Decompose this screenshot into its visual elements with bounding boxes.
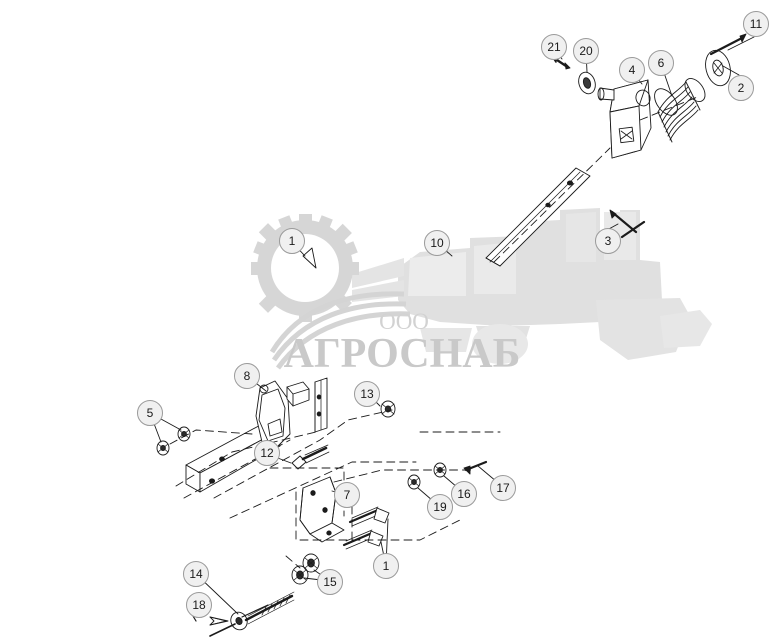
swoosh-watermark <box>269 291 411 370</box>
callout-1-bottom[interactable]: 1 <box>373 553 399 579</box>
callout-6[interactable]: 6 <box>648 50 674 76</box>
callout-13[interactable]: 13 <box>354 381 380 407</box>
callout-label: 13 <box>360 387 374 401</box>
part-vertical-plate <box>314 377 328 433</box>
part-17-pin <box>463 460 488 475</box>
callout-label: 3 <box>604 234 612 248</box>
part-13-nut <box>380 400 396 418</box>
part-1-top-clip <box>302 247 317 269</box>
callout-label: 4 <box>628 63 636 77</box>
callout-19[interactable]: 19 <box>427 494 453 520</box>
callout-15[interactable]: 15 <box>317 569 343 595</box>
part-11-cotter-pin <box>709 33 747 56</box>
callout-5[interactable]: 5 <box>137 400 163 426</box>
watermark-agrosnab: АГРОСНАБ <box>284 331 521 377</box>
callout-label: 20 <box>579 44 593 58</box>
callout-14[interactable]: 14 <box>183 561 209 587</box>
gear-watermark <box>251 214 359 322</box>
part-12-hex-bolt <box>291 444 330 470</box>
callout-11[interactable]: 11 <box>743 11 769 37</box>
callout-label: 8 <box>243 369 251 383</box>
part-4-bracket <box>597 79 652 159</box>
part-block-small <box>286 381 310 407</box>
callout-label: 18 <box>192 598 206 612</box>
part-5-lock-nuts <box>156 426 191 456</box>
callout-label: 17 <box>496 481 510 495</box>
part-2-washer <box>705 49 731 87</box>
callout-17[interactable]: 17 <box>490 475 516 501</box>
callout-label: 10 <box>430 236 444 250</box>
callout-label: 15 <box>323 575 337 589</box>
part-14-threaded-rod <box>209 591 295 637</box>
part-1-screws <box>342 506 390 550</box>
callout-label: 11 <box>749 17 763 31</box>
callout-label: 2 <box>737 81 745 95</box>
part-19-lock-nut <box>407 474 421 490</box>
callout-3[interactable]: 3 <box>595 228 621 254</box>
callout-16[interactable]: 16 <box>451 481 477 507</box>
assembly-axis-top <box>493 95 701 263</box>
part-7-angle-bracket <box>299 476 345 543</box>
callout-label: 1 <box>382 559 390 573</box>
callout-8[interactable]: 8 <box>234 363 260 389</box>
part-8-lever <box>255 380 291 449</box>
callout-label: 6 <box>657 56 665 70</box>
callout-20[interactable]: 20 <box>573 38 599 64</box>
callout-12[interactable]: 12 <box>254 440 280 466</box>
callout-18[interactable]: 18 <box>186 592 212 618</box>
callout-label: 14 <box>189 567 203 581</box>
callout-4[interactable]: 4 <box>619 57 645 83</box>
callout-label: 7 <box>343 488 351 502</box>
callout-7[interactable]: 7 <box>334 482 360 508</box>
callout-2[interactable]: 2 <box>728 75 754 101</box>
callout-label: 1 <box>288 234 296 248</box>
callout-1-top[interactable]: 1 <box>279 228 305 254</box>
part-3-t-handle <box>609 209 646 239</box>
callout-label: 21 <box>547 40 561 54</box>
part-6-coil-spring <box>654 78 706 143</box>
callout-label: 16 <box>457 487 471 501</box>
watermark-ooo: ООО <box>379 309 429 334</box>
part-10-slide-rail <box>485 167 591 267</box>
callout-label: 12 <box>260 446 274 460</box>
callout-10[interactable]: 10 <box>424 230 450 256</box>
callout-label: 19 <box>433 500 447 514</box>
part-20-washer <box>578 71 596 95</box>
callout-label: 5 <box>146 406 154 420</box>
callout-21[interactable]: 21 <box>541 34 567 60</box>
